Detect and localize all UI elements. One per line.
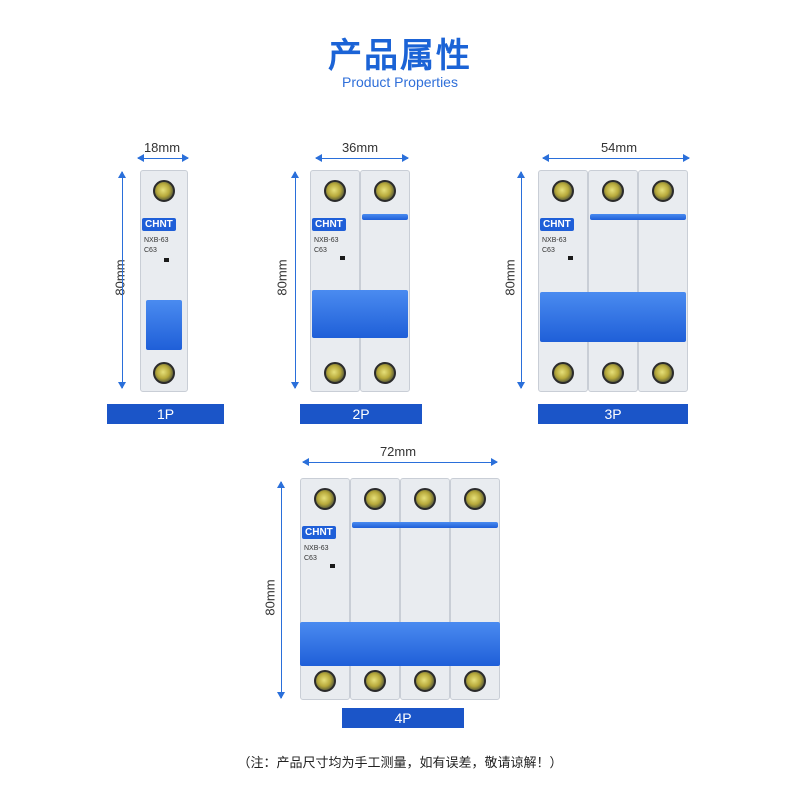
toggle-handle — [146, 300, 182, 350]
label-1p: 1P — [107, 404, 224, 424]
terminal-screw-icon — [464, 488, 486, 510]
width-label-2p: 36mm — [341, 140, 379, 155]
model-text: NXB-63 — [314, 237, 339, 244]
breaker-3p-image: CHNT NXB-63 C63 — [538, 170, 688, 392]
terminal-screw-icon — [314, 670, 336, 692]
indicator-icon — [330, 564, 335, 568]
height-arrow-4p — [277, 481, 285, 699]
width-label-3p: 54mm — [600, 140, 638, 155]
indicator-icon — [164, 258, 169, 262]
terminal-screw-icon — [324, 180, 346, 202]
breaker-4p-image: CHNT NXB-63 C63 — [300, 478, 500, 700]
terminal-screw-icon — [414, 488, 436, 510]
height-label-3p: 80mm — [502, 259, 518, 296]
terminal-screw-icon — [374, 362, 396, 384]
terminal-screw-icon — [153, 362, 175, 384]
terminal-screw-icon — [314, 488, 336, 510]
terminal-screw-icon — [652, 180, 674, 202]
label-3p: 3P — [538, 404, 688, 424]
brand-logo: CHNT — [312, 218, 346, 231]
model-text: NXB-63 — [144, 237, 169, 244]
terminal-screw-icon — [552, 362, 574, 384]
brand-logo: CHNT — [540, 218, 574, 231]
brand-logo: CHNT — [142, 218, 176, 231]
rating-text: C63 — [304, 555, 317, 562]
terminal-screw-icon — [153, 180, 175, 202]
height-arrow-3p — [517, 171, 525, 389]
terminal-screw-icon — [374, 180, 396, 202]
label-2p: 2P — [300, 404, 422, 424]
terminal-screw-icon — [364, 488, 386, 510]
label-4p: 4P — [342, 708, 464, 728]
height-label-1p: 80mm — [112, 259, 128, 296]
terminal-screw-icon — [602, 180, 624, 202]
terminal-screw-icon — [652, 362, 674, 384]
width-arrow-4p — [302, 458, 498, 466]
height-arrow-1p — [118, 171, 126, 389]
breaker-2p-image: CHNT NXB-63 C63 — [310, 170, 410, 392]
terminal-screw-icon — [324, 362, 346, 384]
width-arrow-2p — [315, 154, 409, 162]
footer-note: （注：产品尺寸均为手工测量，如有误差，敬请谅解！） — [237, 756, 563, 771]
terminal-screw-icon — [364, 670, 386, 692]
model-text: NXB-63 — [542, 237, 567, 244]
height-label-2p: 80mm — [274, 259, 290, 296]
width-label-4p: 72mm — [379, 444, 417, 459]
terminal-screw-icon — [464, 670, 486, 692]
page-subtitle: Product Properties — [342, 74, 458, 90]
rating-text: C63 — [314, 247, 327, 254]
height-label-4p: 80mm — [262, 579, 278, 616]
model-text: NXB-63 — [304, 545, 329, 552]
toggle-handle — [300, 622, 500, 666]
toggle-handle — [312, 290, 408, 338]
terminal-screw-icon — [414, 670, 436, 692]
rating-text: C63 — [144, 247, 157, 254]
terminal-screw-icon — [552, 180, 574, 202]
terminal-screw-icon — [602, 362, 624, 384]
indicator-icon — [340, 256, 345, 260]
toggle-handle — [540, 292, 686, 342]
page-title: 产品属性 — [328, 36, 472, 76]
indicator-icon — [568, 256, 573, 260]
rating-text: C63 — [542, 247, 555, 254]
brand-logo: CHNT — [302, 526, 336, 539]
width-arrow-3p — [542, 154, 690, 162]
height-arrow-2p — [291, 171, 299, 389]
width-arrow-1p — [137, 154, 189, 162]
width-label-1p: 18mm — [143, 140, 181, 155]
breaker-1p-image: CHNT NXB-63 C63 — [140, 170, 188, 392]
